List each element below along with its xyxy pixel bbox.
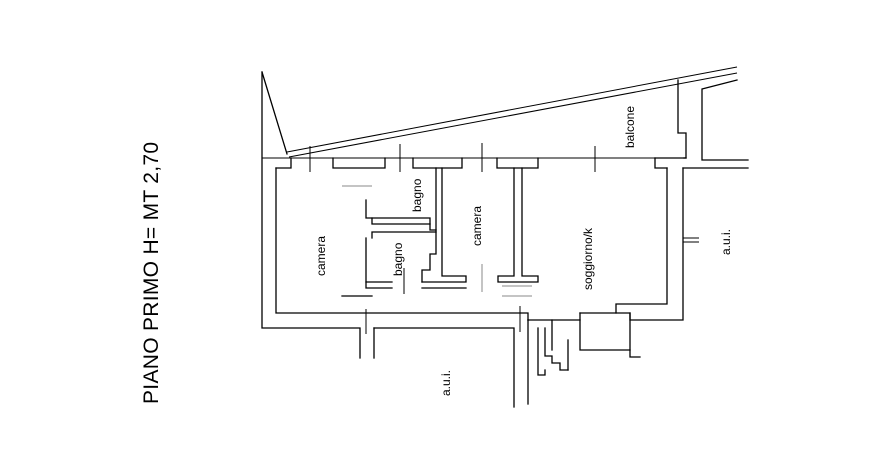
room-label-camera-left: camera	[314, 236, 328, 276]
room-label-balcone: balcone	[623, 106, 637, 148]
top-wall-segments	[275, 157, 668, 169]
label-aui-right: a.u.i.	[719, 229, 733, 255]
bathroom-walls	[365, 167, 467, 294]
room-label-camera-right: camera	[470, 206, 484, 246]
outer-walls	[261, 71, 684, 408]
door-ticks-bottom	[365, 306, 521, 334]
room-label-soggiorno: soggiorno/k	[581, 227, 595, 290]
door-ticks-top	[309, 143, 596, 172]
balcony-railing	[261, 66, 738, 158]
room-label-bagno-upper: bagno	[410, 178, 424, 212]
label-aui-bottom: a.u.i.	[439, 370, 453, 396]
door-lines	[341, 185, 532, 297]
balcony-structure	[654, 79, 749, 169]
floor-plan-title: PIANO PRIMO H= MT 2,70	[140, 142, 163, 404]
partition-column	[497, 167, 539, 283]
room-label-bagno-lower: bagno	[391, 242, 405, 276]
door-tick-right	[683, 237, 699, 243]
